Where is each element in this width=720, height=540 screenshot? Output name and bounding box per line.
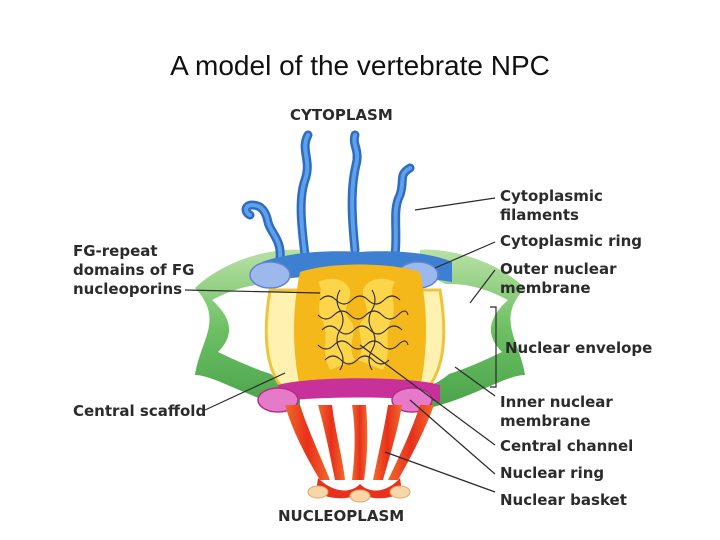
label-nuclear-envelope: Nuclear envelope xyxy=(505,339,653,357)
fg-repeat-domains xyxy=(317,289,409,371)
cytoplasmic-filaments xyxy=(241,130,415,263)
label-nucleoplasm: NUCLEOPLASM xyxy=(278,507,405,525)
nuclear-basket xyxy=(285,405,434,503)
label-inner-nuclear-membrane: Inner nuclear membrane xyxy=(500,393,613,430)
nuclear-ring xyxy=(257,378,440,413)
nuclear-envelope-left xyxy=(195,249,300,410)
label-cytoplasm: CYTOPLASM xyxy=(290,106,393,124)
label-nuclear-ring: Nuclear ring xyxy=(500,464,605,482)
label-central-channel: Central channel xyxy=(500,437,634,455)
label-cytoplasmic-ring: Cytoplasmic ring xyxy=(500,232,643,250)
label-outer-nuclear-membrane: Outer nuclear membrane xyxy=(500,260,617,297)
page-title: A model of the vertebrate NPC xyxy=(170,50,550,81)
label-cytoplasmic-filaments: Cytoplasmic filaments xyxy=(500,187,603,224)
label-central-scaffold: Central scaffold xyxy=(73,402,207,420)
nuclear-envelope-right xyxy=(420,249,525,410)
leader-lines xyxy=(184,197,497,493)
central-channel xyxy=(294,264,426,396)
label-fg-repeat-domains: FG-repeat domains of FG nucleoporins xyxy=(73,242,195,298)
label-nuclear-basket: Nuclear basket xyxy=(500,491,627,509)
